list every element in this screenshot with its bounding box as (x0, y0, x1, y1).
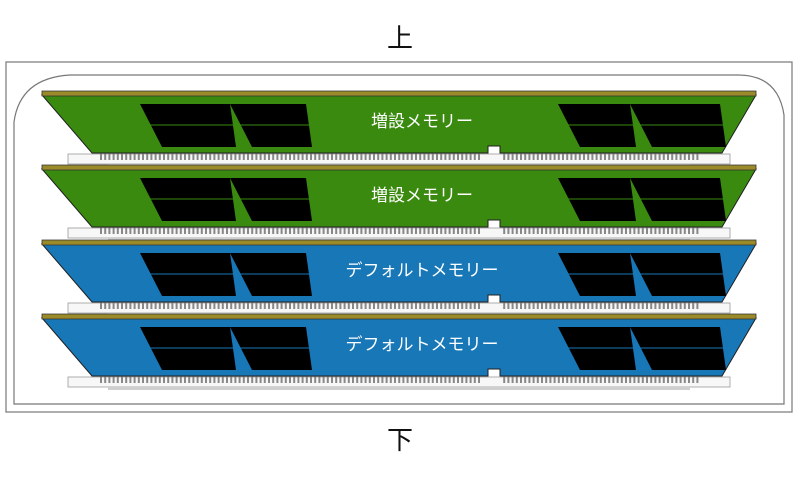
socket-rail-inner (108, 387, 690, 390)
bottom-direction-label: 下 (386, 426, 413, 456)
memory-module-3: デフォルトメモリー (40, 239, 757, 316)
memory-module-2: 増設メモリー (40, 164, 757, 241)
contact-pins (100, 301, 699, 309)
module-top-edge (41, 239, 757, 246)
module-label: 増設メモリー (371, 112, 473, 132)
socket-rail-inner (108, 238, 690, 241)
module-label: デフォルトメモリー (346, 260, 499, 281)
contact-pins (100, 152, 699, 160)
top-direction-label: 上 (386, 24, 413, 54)
module-top-edge (41, 313, 757, 320)
module-top-edge (41, 90, 757, 97)
memory-module-4: デフォルトメモリー (40, 313, 757, 390)
module-top-edge (41, 164, 757, 171)
contact-pins (100, 226, 699, 234)
module-label: デフォルトメモリー (346, 334, 499, 355)
module-label: 増設メモリー (371, 186, 473, 206)
contact-pins (100, 375, 699, 383)
memory-module-1: 増設メモリー (40, 90, 757, 167)
